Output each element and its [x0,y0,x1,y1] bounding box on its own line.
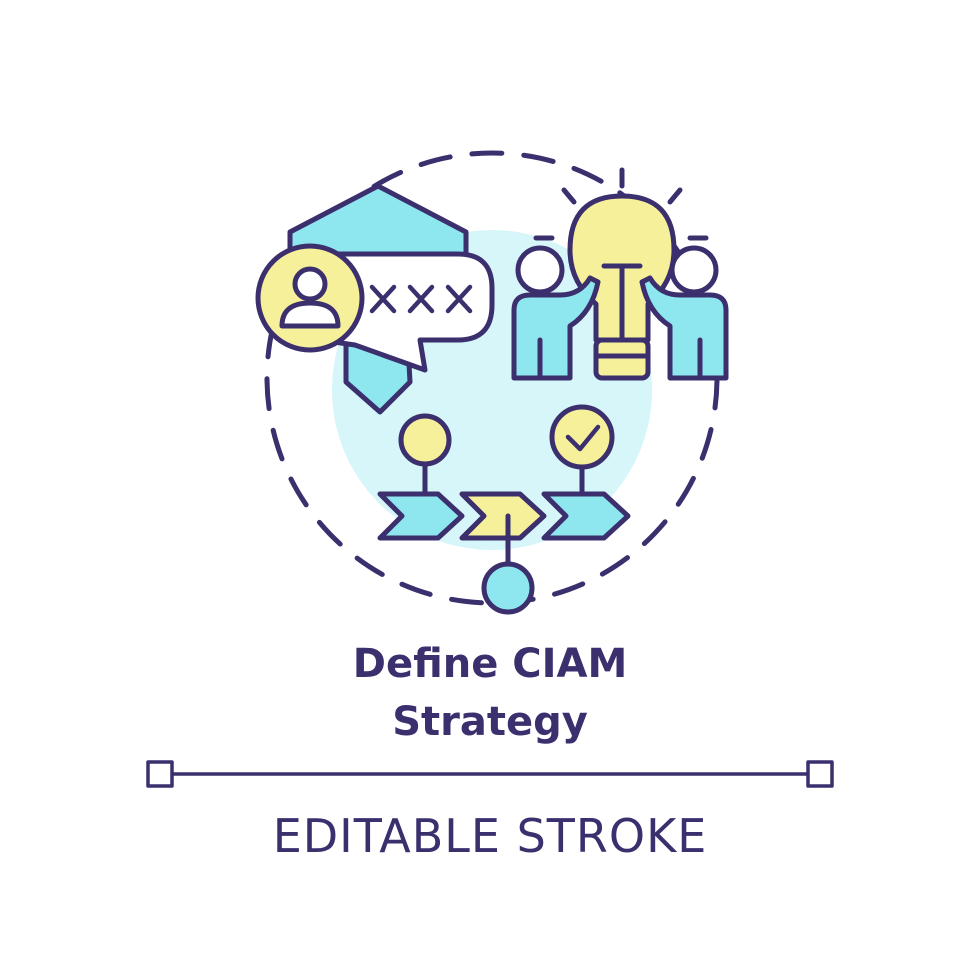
checkmark-icon [565,424,601,452]
team-lightbulb-icon [511,167,729,381]
editable-stroke-label: EDITABLE STROKE [272,809,708,863]
right-person-head [669,245,719,295]
title-line-1: Define CIAM [352,641,628,687]
title-line-2: Strategy [392,699,588,745]
stroke-handle-left [146,760,174,788]
user-icon [279,266,341,329]
user-id-speech-bubble-icon [255,183,495,415]
left-person-body [511,275,601,381]
password-xxx-icon [369,284,473,314]
stroke-handle-right [806,760,834,788]
right-person-body [639,275,729,381]
chevron-3 [541,491,631,541]
chevron-1 [377,491,465,541]
milestone-circle-check [549,404,615,470]
process-arrows-icon [377,404,631,615]
milestone-circle-left [398,413,452,467]
chevron-2 [459,491,547,541]
speech-bubble [317,251,495,373]
milestone-circle-bottom [481,561,535,615]
editable-stroke-guide [146,760,834,788]
left-person-head [515,245,565,295]
